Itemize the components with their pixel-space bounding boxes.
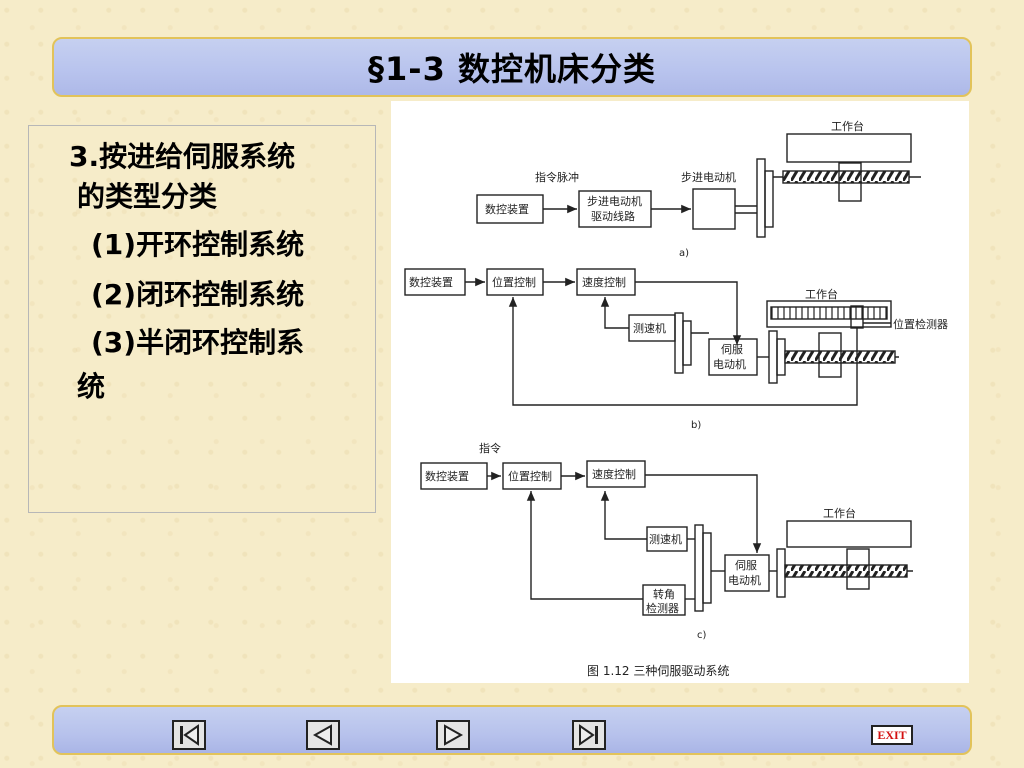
b-tachometer-label: 测速机 <box>633 321 666 335</box>
text-line-3: (1)开环控制系统 <box>91 228 305 261</box>
servo-system-figure: 工作台 指令脉冲 步进电动机 数控装置 步进电动机 驱动线路 a) 数控装置 位… <box>391 101 969 683</box>
c-speed-control-box <box>586 460 646 488</box>
c-worktable-box <box>786 520 912 548</box>
c-servo-label-2: 电动机 <box>728 573 761 587</box>
a-stepper-motor-body <box>692 188 736 230</box>
c-position-control-label: 位置控制 <box>508 469 552 483</box>
a-driver-label-2: 驱动线路 <box>591 209 635 223</box>
b-servo-label-2: 电动机 <box>713 357 746 371</box>
c-servo-motor-box <box>724 554 770 592</box>
last-slide-button[interactable] <box>572 720 606 750</box>
c-angle-label-1: 转角 <box>653 587 675 601</box>
navigation-bar: EXIT <box>52 705 972 755</box>
b-subfigure-label: b) <box>691 420 701 431</box>
title-bar: §1-3 数控机床分类 <box>52 37 972 97</box>
a-worktable-box <box>786 133 912 163</box>
c-command-label: 指令 <box>479 441 501 455</box>
a-subfigure-label: a) <box>679 248 689 259</box>
c-angle-label-2: 检测器 <box>646 601 679 615</box>
text-line-1: 3.按进给伺服系统 <box>69 140 296 173</box>
first-slide-icon <box>180 724 199 746</box>
previous-icon <box>312 724 332 746</box>
first-slide-button[interactable] <box>172 720 206 750</box>
text-line-2: 的类型分类 <box>77 180 218 213</box>
a-command-pulse-label: 指令脉冲 <box>535 170 579 184</box>
b-worktable-box <box>766 300 892 328</box>
text-line-5: (3)半闭环控制系 <box>91 326 305 359</box>
text-line-4: (2)闭环控制系统 <box>91 278 305 311</box>
b-position-control-label: 位置控制 <box>492 275 536 289</box>
b-position-detector-label: 位置检测器 <box>893 317 948 331</box>
b-servo-label-1: 伺服 <box>721 343 743 356</box>
a-stepper-motor-label: 步进电动机 <box>681 170 736 184</box>
b-nc-unit-label: 数控装置 <box>409 275 453 289</box>
b-worktable-label: 工作台 <box>805 287 838 301</box>
slide-title: §1-3 数控机床分类 <box>368 50 656 88</box>
c-worktable-label: 工作台 <box>823 506 856 520</box>
text-box: 3.按进给伺服系统 的类型分类 (1)开环控制系统 (2)闭环控制系统 (3)半… <box>28 125 376 513</box>
a-worktable-label: 工作台 <box>831 119 864 133</box>
previous-slide-button[interactable] <box>306 720 340 750</box>
next-slide-button[interactable] <box>436 720 470 750</box>
c-servo-label-1: 伺服 <box>735 559 757 572</box>
b-speed-control-label: 速度控制 <box>582 275 626 289</box>
c-tachometer-label: 测速机 <box>649 532 682 546</box>
next-icon <box>444 724 464 746</box>
c-angle-detector-box <box>642 584 686 616</box>
text-line-6: 统 <box>77 370 106 403</box>
c-subfigure-label: c) <box>697 630 706 641</box>
c-nc-unit-label: 数控装置 <box>425 469 469 483</box>
figure-caption: 图 1.12 三种伺服驱动系统 <box>587 664 729 678</box>
a-driver-label-1: 步进电动机 <box>587 194 642 208</box>
servo-diagram: 工作台 指令脉冲 步进电动机 数控装置 步进电动机 驱动线路 a) 数控装置 位… <box>404 119 948 678</box>
exit-button[interactable]: EXIT <box>871 725 913 745</box>
c-speed-control-label: 速度控制 <box>592 467 636 481</box>
a-nc-unit-label: 数控装置 <box>485 202 529 216</box>
last-slide-icon <box>579 724 598 746</box>
